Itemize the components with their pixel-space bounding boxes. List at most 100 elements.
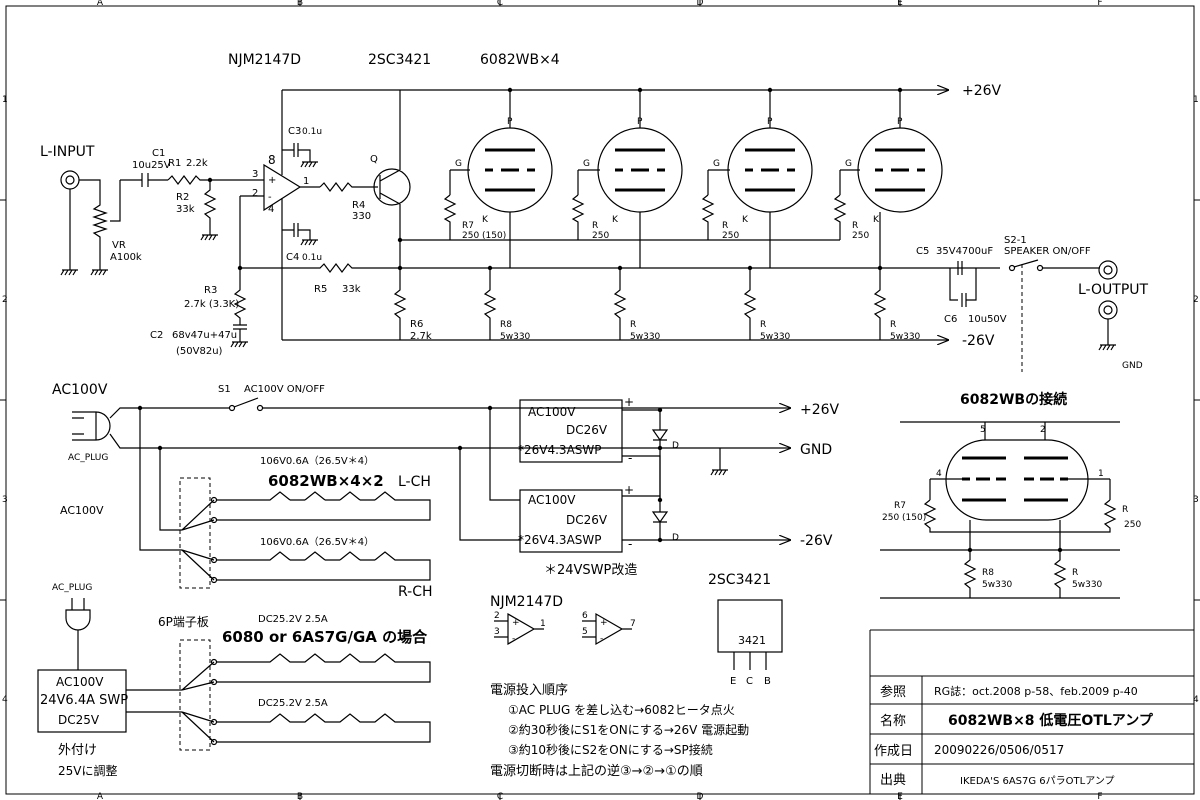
tubes-header: 6082WB×4 (480, 52, 560, 68)
tr-pin-c: C (746, 676, 753, 687)
pin-2: 2 (494, 611, 500, 621)
c3-value: 0.1u (302, 127, 322, 137)
date-value: 20090226/0506/0517 (934, 743, 1064, 757)
psu1-model: *26V4.3ASWP (518, 443, 602, 457)
input-jack (60, 170, 80, 190)
r4-label: R4 (352, 200, 365, 211)
heater-title: 6082WB×4×2 (268, 472, 384, 490)
c5-value: 35V4700uF (936, 246, 993, 257)
tube-pin-g: G (713, 159, 720, 169)
power-section: AC100V AC_PLUG S1 AC100V ON/OFF +26V GND… (52, 382, 840, 600)
tube-pin-g: G (455, 159, 462, 169)
c1-value: 10u25V (132, 160, 171, 171)
conn-r8-value: 5w330 (982, 580, 1013, 590)
col-label: B (297, 792, 303, 800)
c2-alt: (50V82u) (176, 346, 223, 357)
s2-label: S2-1 (1004, 235, 1027, 246)
diode-label: D (672, 441, 679, 451)
terminal-block-1 (179, 477, 211, 589)
tr-pin-b: B (764, 676, 771, 687)
pos-out-label: +26V (800, 402, 840, 418)
sequence-step3: ③約10秒後にS2をONにする→SP接続 (508, 742, 713, 757)
col-label: A (97, 792, 104, 800)
r-label: R (890, 320, 896, 330)
r-value: 250 (722, 231, 739, 241)
psu-1 (519, 399, 623, 463)
tube-pin-k: K (742, 215, 749, 225)
tube-4: P G K R 250 R 5w330 (833, 87, 943, 342)
psu1-minus: - (628, 451, 632, 465)
svg-text:-: - (268, 192, 272, 203)
tube-pin-k: K (873, 215, 880, 225)
r-value: 250 (592, 231, 609, 241)
tr-body-label: 3421 (738, 634, 766, 647)
r3-value: 2.7k (3.3K) (184, 299, 239, 310)
c5-label: C5 (916, 246, 929, 257)
r-label: R (592, 221, 598, 231)
col-label: E (897, 0, 903, 8)
conn-r2-label: R (1072, 568, 1078, 578)
sequence-title: 電源投入順序 (490, 682, 568, 698)
r5-label: R5 (314, 284, 327, 295)
terminal-label: 6P端子板 (158, 615, 209, 629)
tube-pin-k: K (612, 215, 619, 225)
conn-r7-value: 250 (150) (882, 513, 926, 523)
row-label: 1 (2, 95, 8, 105)
transistor-q (373, 168, 411, 206)
row-label: 4 (1193, 695, 1199, 705)
lch-label: L-CH (398, 474, 431, 490)
col-label: F (1097, 792, 1102, 800)
gnd-out-label: GND (800, 442, 832, 458)
output-jack (1098, 260, 1118, 280)
r2-label: R2 (176, 192, 189, 203)
conn-pin1: 1 (1098, 469, 1104, 479)
date-label: 作成日 (874, 744, 913, 759)
pin1: 1 (303, 176, 309, 187)
r5-value: 33k (342, 284, 361, 295)
tr-pin-e: E (730, 676, 736, 687)
sequence-off: 電源切断時は上記の逆③→②→①の順 (490, 763, 703, 779)
conn-pin4: 4 (936, 469, 942, 479)
diode-label: D (672, 533, 679, 543)
row-label: 4 (2, 695, 8, 705)
c6-value: 10u50V (968, 314, 1007, 325)
tube-3: P G K R 250 R 5w330 (701, 87, 813, 342)
sequence-step2: ②約30秒後にS1をONにする→26V 電源起動 (508, 722, 749, 737)
svg-text:-: - (600, 634, 603, 644)
swp-note: ＊24VSWP改造 (544, 563, 637, 578)
psu1-plus: + (624, 395, 634, 409)
r-value: 5w330 (890, 332, 921, 342)
r-label: R (722, 221, 728, 231)
r-value: 5w330 (760, 332, 791, 342)
tube-pin-p: P (507, 117, 513, 127)
col-label: D (697, 0, 704, 8)
row-label: 3 (1193, 495, 1199, 505)
c6-label: C6 (944, 314, 957, 325)
pin-1: 1 (540, 619, 546, 629)
r-value: 250 (852, 231, 869, 241)
ext-model: 24V6.4A SWP (40, 693, 128, 708)
ref-label: 参照 (880, 684, 906, 700)
tubes-group: P G K R7 250 (150) R8 5w330 P G K R 250 … (443, 87, 943, 342)
r7-value: 250 (150) (462, 231, 506, 241)
tube-1: P G K R7 250 (150) R8 5w330 (443, 87, 553, 342)
conn-r-value: 250 (1124, 520, 1141, 530)
alt-top-label: DC25.2V 2.5A (258, 614, 328, 625)
r-label: R (852, 221, 858, 231)
input-label: L-INPUT (40, 144, 95, 160)
ac100v-2: AC100V (60, 504, 104, 517)
vr-label: VR (112, 240, 126, 251)
pin4: 4 (268, 204, 274, 215)
r1-value: 2.2k (186, 158, 208, 169)
ac-plug-icon (72, 411, 111, 441)
tube-pin-p: P (767, 117, 773, 127)
src-value: IKEDA'S 6AS7G 6パラOTLアンプ (960, 775, 1115, 787)
pinout-tr-title: 2SC3421 (708, 572, 771, 588)
output-section: C5 35V4700uF C6 10u50V S2-1 SPEAKER ON/O… (916, 235, 1149, 372)
q-label: Q (370, 154, 378, 165)
pin-6: 6 (582, 611, 588, 621)
ext-ac-plug-label: AC_PLUG (52, 583, 92, 593)
vr-value: A100k (110, 252, 142, 263)
pos-rail-label: +26V (962, 83, 1002, 99)
r-value: 5w330 (630, 332, 661, 342)
